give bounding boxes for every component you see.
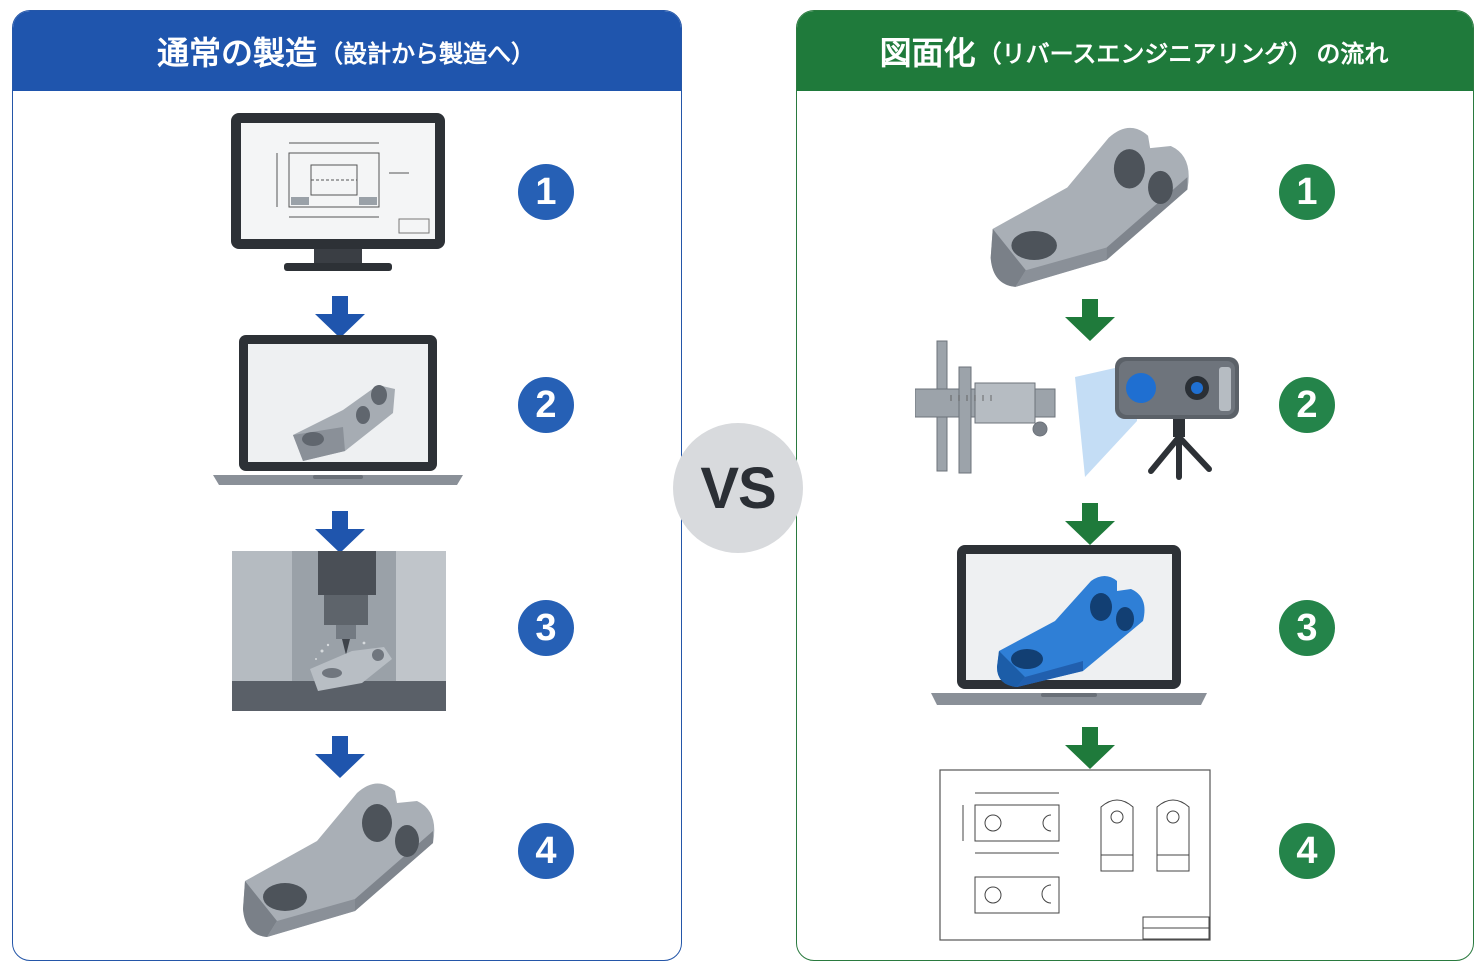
arrow-down-icon bbox=[315, 296, 365, 338]
metal-part-icon bbox=[243, 783, 435, 937]
laptop-blue-3d-model-icon bbox=[931, 545, 1207, 705]
right-panel-header: 図面化（リバースエンジニアリング）の流れ bbox=[797, 11, 1473, 91]
right-step-number: 1 bbox=[1279, 164, 1335, 220]
right-title-main: 図面化 bbox=[879, 34, 976, 72]
left-step-number: 1 bbox=[518, 164, 574, 220]
arrow-down-icon bbox=[1065, 727, 1115, 769]
right-step-number: 2 bbox=[1279, 377, 1335, 433]
right-step-number: 4 bbox=[1279, 823, 1335, 879]
caliper-and-3d-scanner-icon bbox=[915, 340, 1239, 480]
2d-drawing-sheet-icon bbox=[939, 769, 1211, 941]
arrow-down-icon bbox=[1065, 503, 1115, 545]
left-step-number: 3 bbox=[518, 600, 574, 656]
metal-part-icon bbox=[990, 127, 1189, 287]
left-panel-header: 通常の製造（設計から製造へ） bbox=[13, 11, 681, 91]
left-step-number: 4 bbox=[518, 823, 574, 879]
reverse-engineering-panel: 図面化（リバースエンジニアリング）の流れ bbox=[796, 10, 1474, 961]
right-step-number: 3 bbox=[1279, 600, 1335, 656]
arrow-down-icon bbox=[315, 511, 365, 553]
normal-manufacturing-panel: 通常の製造（設計から製造へ） bbox=[12, 10, 682, 961]
left-title-sub: （設計から製造へ） bbox=[319, 39, 535, 68]
left-step-number: 2 bbox=[518, 377, 574, 433]
desktop-2d-drawing-icon bbox=[231, 113, 445, 271]
vs-badge: VS bbox=[673, 423, 803, 553]
arrow-down-icon bbox=[315, 736, 365, 778]
arrow-down-icon bbox=[1065, 299, 1115, 341]
right-title-sub: （リバースエンジニアリング） bbox=[977, 39, 1313, 68]
laptop-3d-model-icon bbox=[213, 335, 463, 485]
cnc-machining-icon bbox=[232, 551, 446, 711]
right-title-end: の流れ bbox=[1316, 39, 1389, 68]
left-title-main: 通常の製造 bbox=[156, 34, 317, 72]
